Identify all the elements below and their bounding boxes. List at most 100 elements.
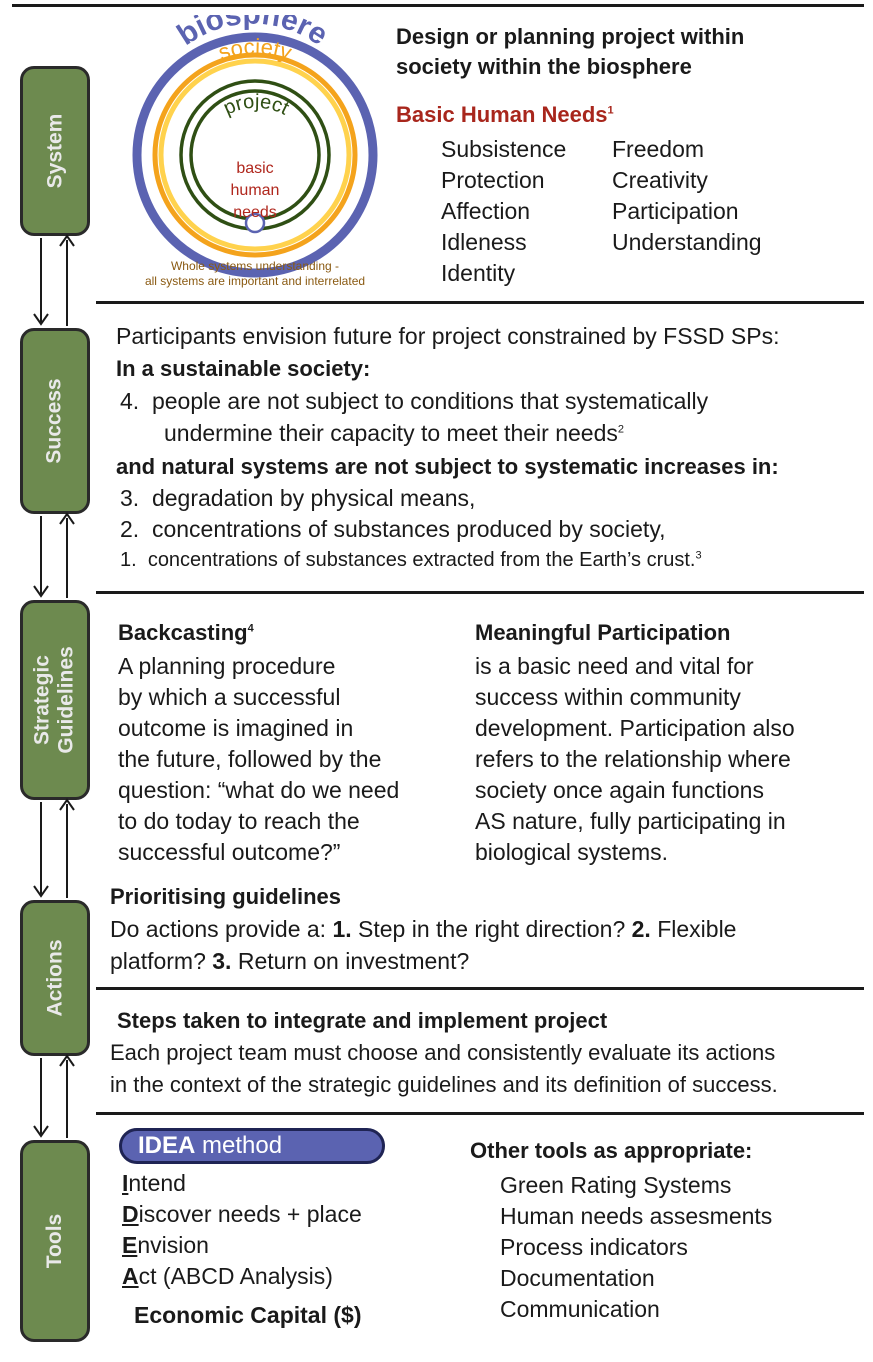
biosphere-ring — [132, 32, 378, 278]
economic-capital: Economic Capital ($) — [134, 1302, 362, 1328]
need-item: Protection — [441, 167, 545, 193]
divider-success — [96, 591, 864, 594]
need-item: Subsistence — [441, 136, 567, 162]
need-item: Idleness — [441, 229, 527, 255]
divider-actions — [96, 1112, 864, 1115]
system-heading: Design or planning project within societ… — [396, 22, 744, 82]
actions-line-2: in the context of the strategic guidelin… — [110, 1072, 778, 1097]
participation-title: Meaningful Participation — [475, 620, 731, 645]
needs-column-1: Subsistence Protection Affection Idlenes… — [441, 134, 566, 289]
other-tools-title: Other tools as appropriate: — [470, 1138, 753, 1163]
top-rule — [12, 4, 864, 7]
participation-line: biological systems. — [475, 839, 669, 865]
caption-line-2: all systems are important and interrelat… — [144, 274, 366, 288]
prio-text-b: Step in the right direction? — [351, 916, 632, 942]
idea-step-text: iscover needs + place — [138, 1201, 362, 1227]
basic-label-3: needs — [233, 204, 277, 221]
system-heading-line-2: society within the biosphere — [396, 54, 692, 79]
other-tool-item: Human needs assesments — [500, 1203, 773, 1229]
society-ring-inner — [158, 58, 352, 252]
caption-line-1: Whole systems understanding - — [170, 259, 340, 273]
backcasting-line: the future, followed by the — [118, 746, 382, 772]
connector-system-success — [33, 234, 75, 326]
idea-bold: IDEA — [138, 1132, 196, 1159]
prioritising-title: Prioritising guidelines — [110, 884, 342, 909]
idea-method-badge: IDEA method — [119, 1128, 385, 1164]
other-tool-item: Documentation — [500, 1265, 655, 1291]
prio-text-c: Flexible — [650, 916, 737, 942]
basic-needs-title: Basic Human Needs1 — [396, 102, 614, 128]
sp-number-2: 2. — [120, 516, 140, 542]
backcasting-title: Backcasting4 — [118, 620, 254, 646]
basic-needs-title-text: Basic Human Needs — [396, 102, 608, 127]
prio-text-e: Return on investment? — [231, 948, 470, 974]
backcasting-title-text: Backcasting — [118, 620, 248, 645]
need-item: Freedom — [612, 136, 705, 162]
prio-text-d: platform? — [110, 948, 213, 974]
prio-number-1: 1. — [332, 916, 352, 942]
divider-strategic — [96, 987, 864, 990]
connector-success-strategic — [33, 512, 75, 598]
footnote-3: 3 — [695, 549, 702, 562]
sp-item-4-cont: undermine their capacity to meet their n… — [164, 420, 624, 446]
footnote-4: 4 — [247, 622, 254, 635]
nested-systems-diagram: biosphere society project basic human ne… — [132, 15, 378, 278]
divider-system — [96, 301, 864, 304]
sp-item-1-text: concentrations of substances extracted f… — [147, 549, 696, 571]
prio-number-2: 2. — [631, 916, 651, 942]
footnote-1: 1 — [607, 104, 614, 117]
success-intro: Participants envision future for project… — [116, 323, 780, 349]
diagram-caption: Whole systems understanding - all system… — [110, 259, 400, 289]
connector-actions-tools — [33, 1054, 75, 1138]
participation-line: is a basic need and vital for — [475, 653, 754, 679]
sp-item-2-text: concentrations of substances produced by… — [151, 516, 666, 542]
prioritising-line-2: platform? 3. Return on investment? — [110, 948, 469, 974]
footnote-2: 2 — [617, 423, 624, 436]
backcasting-line: outcome is imagined in — [118, 715, 354, 741]
backcasting-line: question: “what do we need — [118, 777, 400, 803]
other-tool-item: Communication — [500, 1296, 660, 1322]
need-item: Affection — [441, 198, 531, 224]
system-heading-line-1: Design or planning project within — [396, 24, 745, 49]
need-item: Understanding — [612, 229, 762, 255]
other-tool-item: Green Rating Systems — [500, 1172, 732, 1198]
success-society-heading: In a sustainable society: — [116, 356, 371, 381]
participation-line: success within community — [475, 684, 741, 710]
idea-rest: method — [195, 1132, 283, 1159]
other-tools-list: Green Rating Systems Human needs assesme… — [500, 1170, 772, 1325]
prioritising-line-1: Do actions provide a: 1. Step in the rig… — [110, 916, 736, 942]
sp-item-4-line-2: undermine their capacity to meet their n… — [164, 420, 618, 446]
sp-item-3: 3. degradation by physical means, — [120, 485, 475, 511]
idea-step-text: nvision — [137, 1232, 209, 1258]
participation-line: society once again functions — [475, 777, 764, 803]
participation-text: is a basic need and vital for success wi… — [475, 651, 795, 868]
other-tool-item: Process indicators — [500, 1234, 688, 1260]
prio-text-a: Do actions provide a: — [110, 916, 333, 942]
success-natural-heading: and natural systems are not subject to s… — [116, 454, 779, 479]
sp-number-3: 3. — [120, 485, 140, 511]
idea-step-letter: A — [122, 1263, 139, 1289]
sp-number-4: 4. — [120, 388, 140, 414]
idea-step-letter: I — [122, 1170, 129, 1196]
idea-step-text: ntend — [128, 1170, 186, 1196]
connector-strategic-actions — [33, 798, 75, 898]
basic-label-1: basic — [236, 160, 273, 177]
backcasting-line: successful outcome?” — [118, 839, 341, 865]
idea-step: Intend — [122, 1168, 362, 1199]
connection-dot — [244, 212, 266, 234]
participation-line: AS nature, fully participating in — [475, 808, 786, 834]
need-item: Identity — [441, 260, 516, 286]
basic-label-2: human — [231, 182, 280, 199]
sp-item-4: 4. people are not subject to conditions … — [120, 388, 708, 414]
stage-success: Success — [20, 328, 90, 514]
idea-step-letter: E — [122, 1232, 138, 1258]
actions-line-1: Each project team must choose and consis… — [110, 1040, 776, 1065]
idea-step: Envision — [122, 1230, 362, 1261]
stage-connectors — [33, 234, 75, 1138]
needs-column-2: Freedom Creativity Participation Underst… — [612, 134, 762, 258]
backcasting-line: by which a successful — [118, 684, 341, 710]
stage-tools: Tools — [20, 1140, 90, 1342]
need-item: Creativity — [612, 167, 708, 193]
participation-line: development. Participation also — [475, 715, 795, 741]
sp-item-1: 1. concentrations of substances extracte… — [120, 547, 702, 573]
